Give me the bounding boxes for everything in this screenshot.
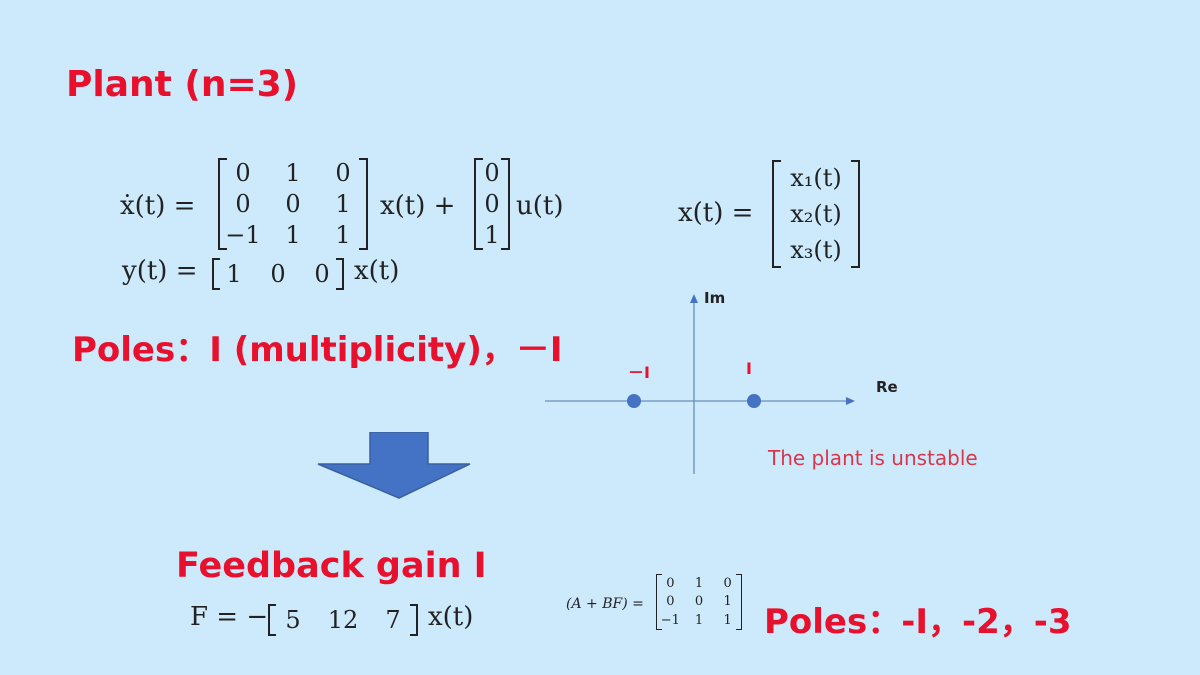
matrix-c-cell: 0	[314, 260, 330, 288]
state-vector-lhs: x(t) =	[678, 198, 754, 228]
closed-loop-matrix: 0 1 0 0 0 1 −1 1 1	[656, 574, 742, 630]
re-axis-label: Re	[876, 378, 898, 396]
gain-matrix-cell: 12	[327, 606, 359, 634]
down-arrow	[317, 432, 471, 499]
gain-matrix-cell: 7	[385, 606, 401, 634]
gain-matrix-cell: 5	[285, 606, 301, 634]
closed-loop-matrix-cell: 0	[694, 594, 704, 610]
state-eq-tail: u(t)	[516, 191, 564, 221]
closed-loop-matrix-cell: 1	[694, 613, 704, 629]
matrix-a-cell: 0	[235, 189, 251, 218]
closed-loop-matrix-cell: 1	[723, 594, 732, 610]
feedback-eq-tail: x(t)	[428, 602, 474, 632]
plant-title: Plant (n=3)	[66, 64, 299, 105]
im-axis-arrowhead	[690, 294, 698, 303]
state-vector-matrix: x₁(t) x₂(t) x₃(t)	[772, 160, 860, 268]
state-eq-lhs: ẋ(t) =	[120, 191, 196, 221]
feedback-eq-lhs: F = −	[190, 602, 269, 632]
matrix-a-cell: 1	[335, 220, 351, 249]
matrix-b-cell: 1	[484, 220, 500, 249]
matrix-a-cell: 1	[285, 220, 301, 249]
matrix-a-cell: 0	[235, 159, 251, 188]
matrix-b-cell: 0	[484, 189, 500, 218]
plant-poles: Poles：I (multiplicity)，－I	[72, 330, 563, 370]
state-vector-entry: x₃(t)	[790, 236, 842, 264]
im-axis-label: Im	[704, 289, 726, 307]
closed-loop-matrix-cell: 0	[666, 594, 675, 610]
feedback-title: Feedback gain I	[176, 546, 487, 586]
state-eq-mid: x(t) +	[380, 191, 456, 221]
unstable-caption: The plant is unstable	[768, 446, 978, 470]
output-eq-tail: x(t)	[354, 256, 400, 286]
matrix-a-cell: 1	[285, 159, 301, 188]
gain-matrix: 5 12 7	[268, 604, 418, 636]
matrix-b-cell: 0	[484, 159, 500, 188]
pole-marker	[627, 394, 641, 408]
state-vector-entry: x₁(t)	[790, 164, 842, 192]
neg-pole-label: －I	[628, 363, 650, 382]
matrix-c-cell: 1	[226, 260, 242, 288]
output-eq-lhs: y(t) =	[122, 256, 198, 286]
pos-pole-label: I	[746, 359, 752, 378]
closed-loop-lhs: (A + BF) =	[566, 596, 644, 612]
matrix-a-cell: −1	[225, 220, 261, 249]
matrix-a-cell: 0	[335, 159, 351, 188]
pole-marker	[747, 394, 761, 408]
closed-loop-matrix-cell: 0	[723, 575, 732, 591]
closed-loop-matrix-cell: 0	[666, 575, 675, 591]
matrix-a-cell: 0	[285, 189, 301, 218]
matrix-c-cell: 0	[270, 260, 286, 288]
state-vector-entry: x₂(t)	[790, 200, 842, 228]
matrix-a-cell: 1	[335, 189, 351, 218]
re-axis-arrowhead	[846, 397, 855, 405]
closed-loop-matrix-cell: 1	[694, 575, 704, 591]
closed-loop-poles: Poles：-I，-2，-3	[764, 602, 1072, 642]
closed-loop-matrix-cell: −1	[660, 613, 680, 629]
closed-loop-matrix-cell: 1	[723, 613, 732, 629]
